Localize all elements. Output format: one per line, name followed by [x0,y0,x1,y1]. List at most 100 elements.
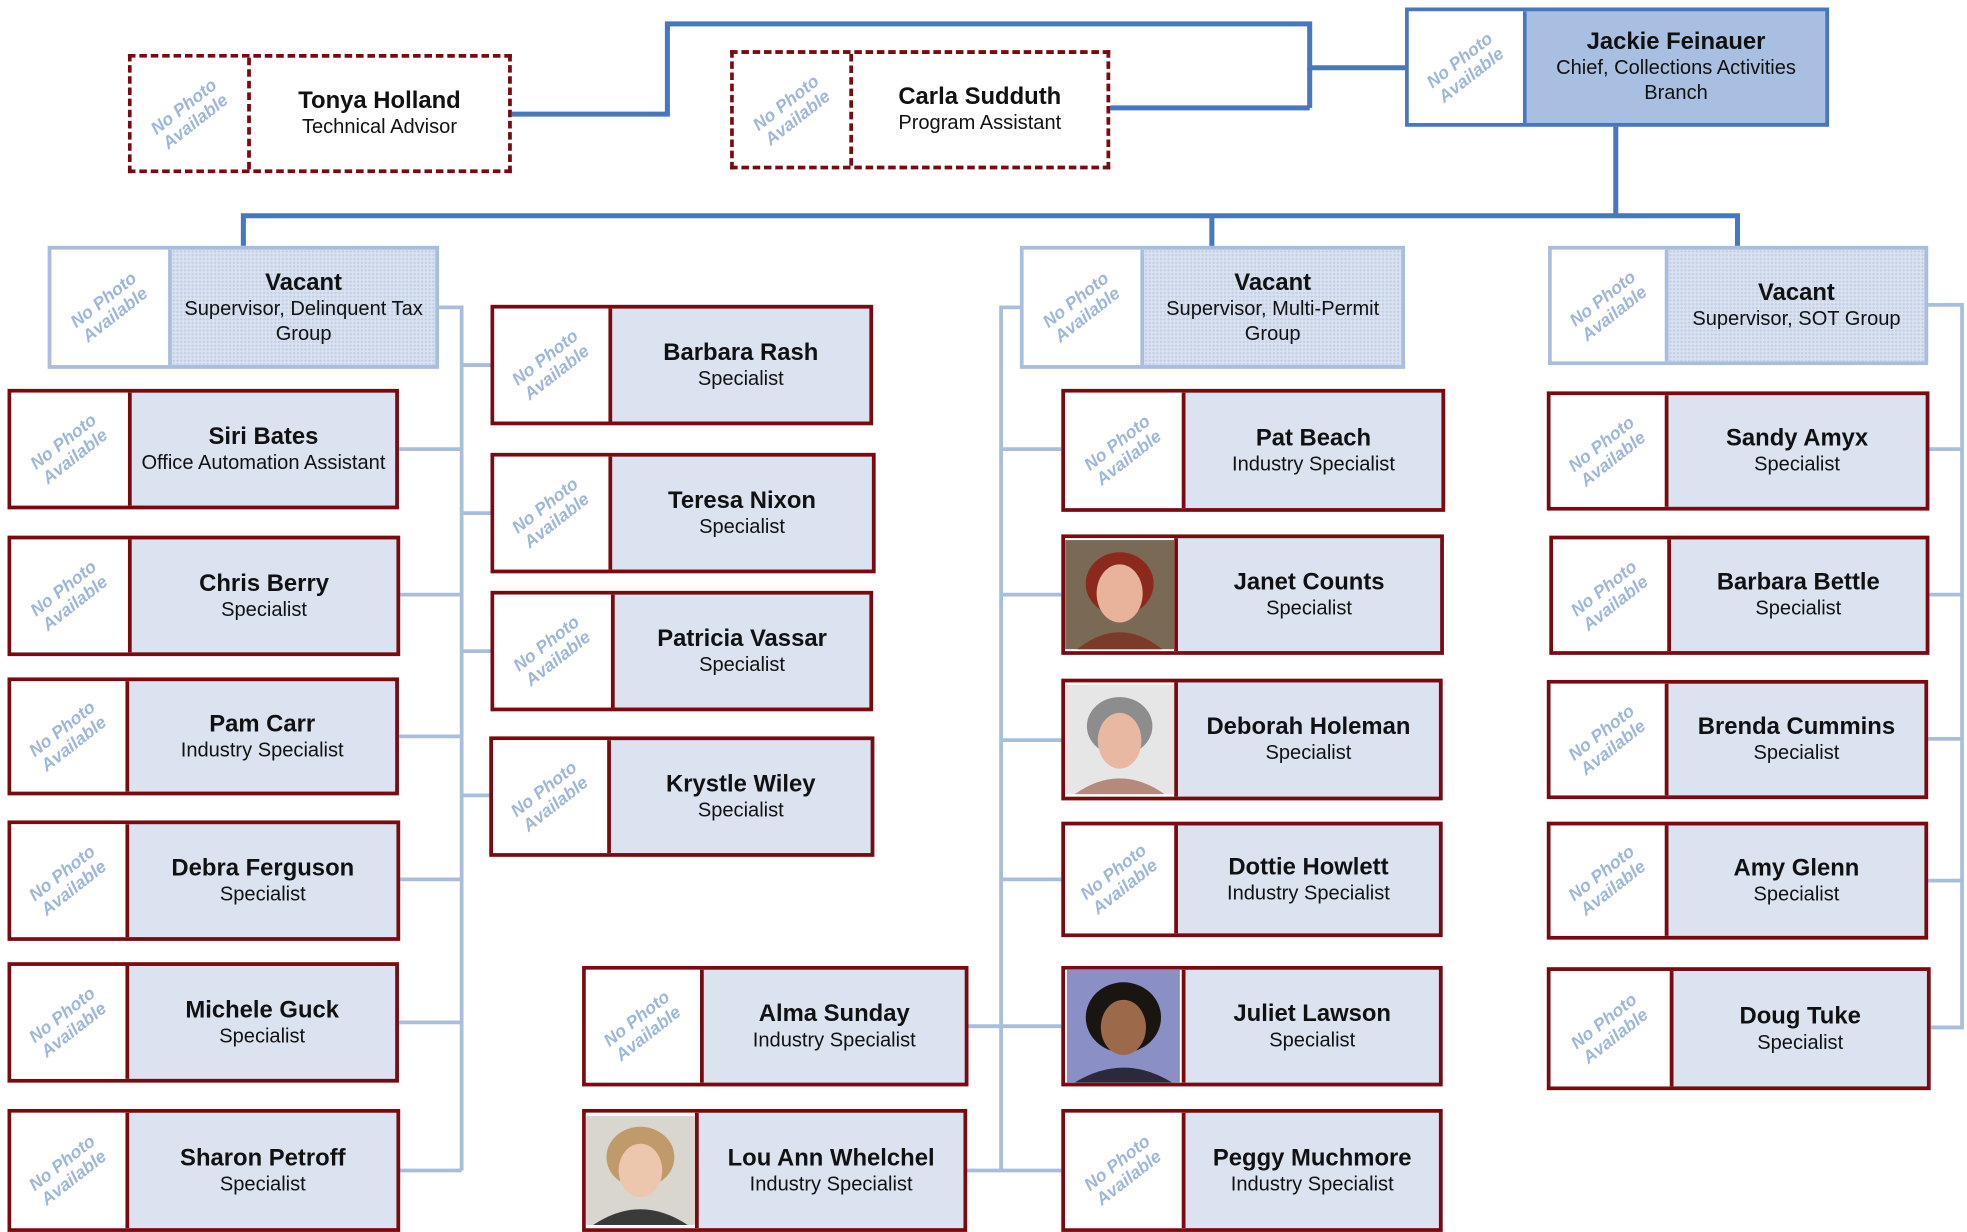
person-title: Program Assistant [898,112,1062,135]
person-name: Pat Beach [1255,424,1372,451]
person-title: Specialist [1753,742,1840,764]
person-name: Deborah Holeman [1206,713,1411,741]
person-name: Jackie Feinauer [1586,28,1766,56]
person-name: Juliet Lawson [1233,1000,1392,1027]
person-title: Office Automation Assistant [141,452,386,474]
employee-photo [1065,682,1178,797]
person-title: Specialist [1265,742,1352,764]
person-title: Specialist [697,799,784,822]
person-title: Industry Specialist [180,739,344,761]
person-title: Industry Specialist [1232,453,1395,475]
person-title: Specialist [1754,454,1841,476]
person-title: Industry Specialist [1230,1173,1394,1195]
person-name: Alma Sunday [758,1000,910,1027]
person-title: Specialist [1266,597,1353,620]
person-title: Industry Specialist [749,1173,913,1195]
person-name: Vacant [1758,279,1835,307]
person-name: Siri Bates [208,423,319,450]
person-name: Vacant [265,269,343,296]
connector-bus [240,213,1740,249]
person-title: Supervisor, Multi-Permit Group [1166,297,1380,345]
portrait-photo [1066,969,1180,1083]
person-title: Industry Specialist [1226,882,1390,904]
person-name: Pam Carr [209,710,316,738]
person-title: Specialist [1755,598,1842,620]
employee-photo [1065,969,1186,1083]
person-name: Carla Sudduth [898,84,1062,111]
person-name: Peggy Muchmore [1212,1144,1412,1172]
person-title: Specialist [221,599,308,621]
portrait-photo [1065,684,1175,795]
person-name: Barbara Rash [663,339,819,366]
person-title: Supervisor, SOT Group [1692,308,1901,330]
connector-multipermit-trunk [999,305,1023,1171]
person-name: Vacant [1234,269,1312,296]
person-name: Sandy Amyx [1725,425,1869,452]
person-name: Lou Ann Whelchel [727,1144,935,1172]
person-title: Specialist [219,1173,306,1195]
person-title: Specialist [1757,1031,1844,1054]
person-title: Specialist [699,516,785,538]
person-name: Patricia Vassar [657,625,827,652]
person-name: Sharon Petroff [180,1144,346,1172]
employee-photo [1065,538,1178,652]
person-name: Barbara Bettle [1716,569,1880,596]
person-name: Krystle Wiley [666,770,816,798]
portrait-photo [585,1115,695,1226]
person-title: Technical Advisor [301,116,458,138]
person-title: Specialist [219,1025,306,1047]
person-name: Chris Berry [199,570,329,597]
person-name: Doug Tuke [1739,1002,1861,1030]
person-name: Michele Guck [185,996,340,1024]
person-title: Specialist [697,368,784,390]
